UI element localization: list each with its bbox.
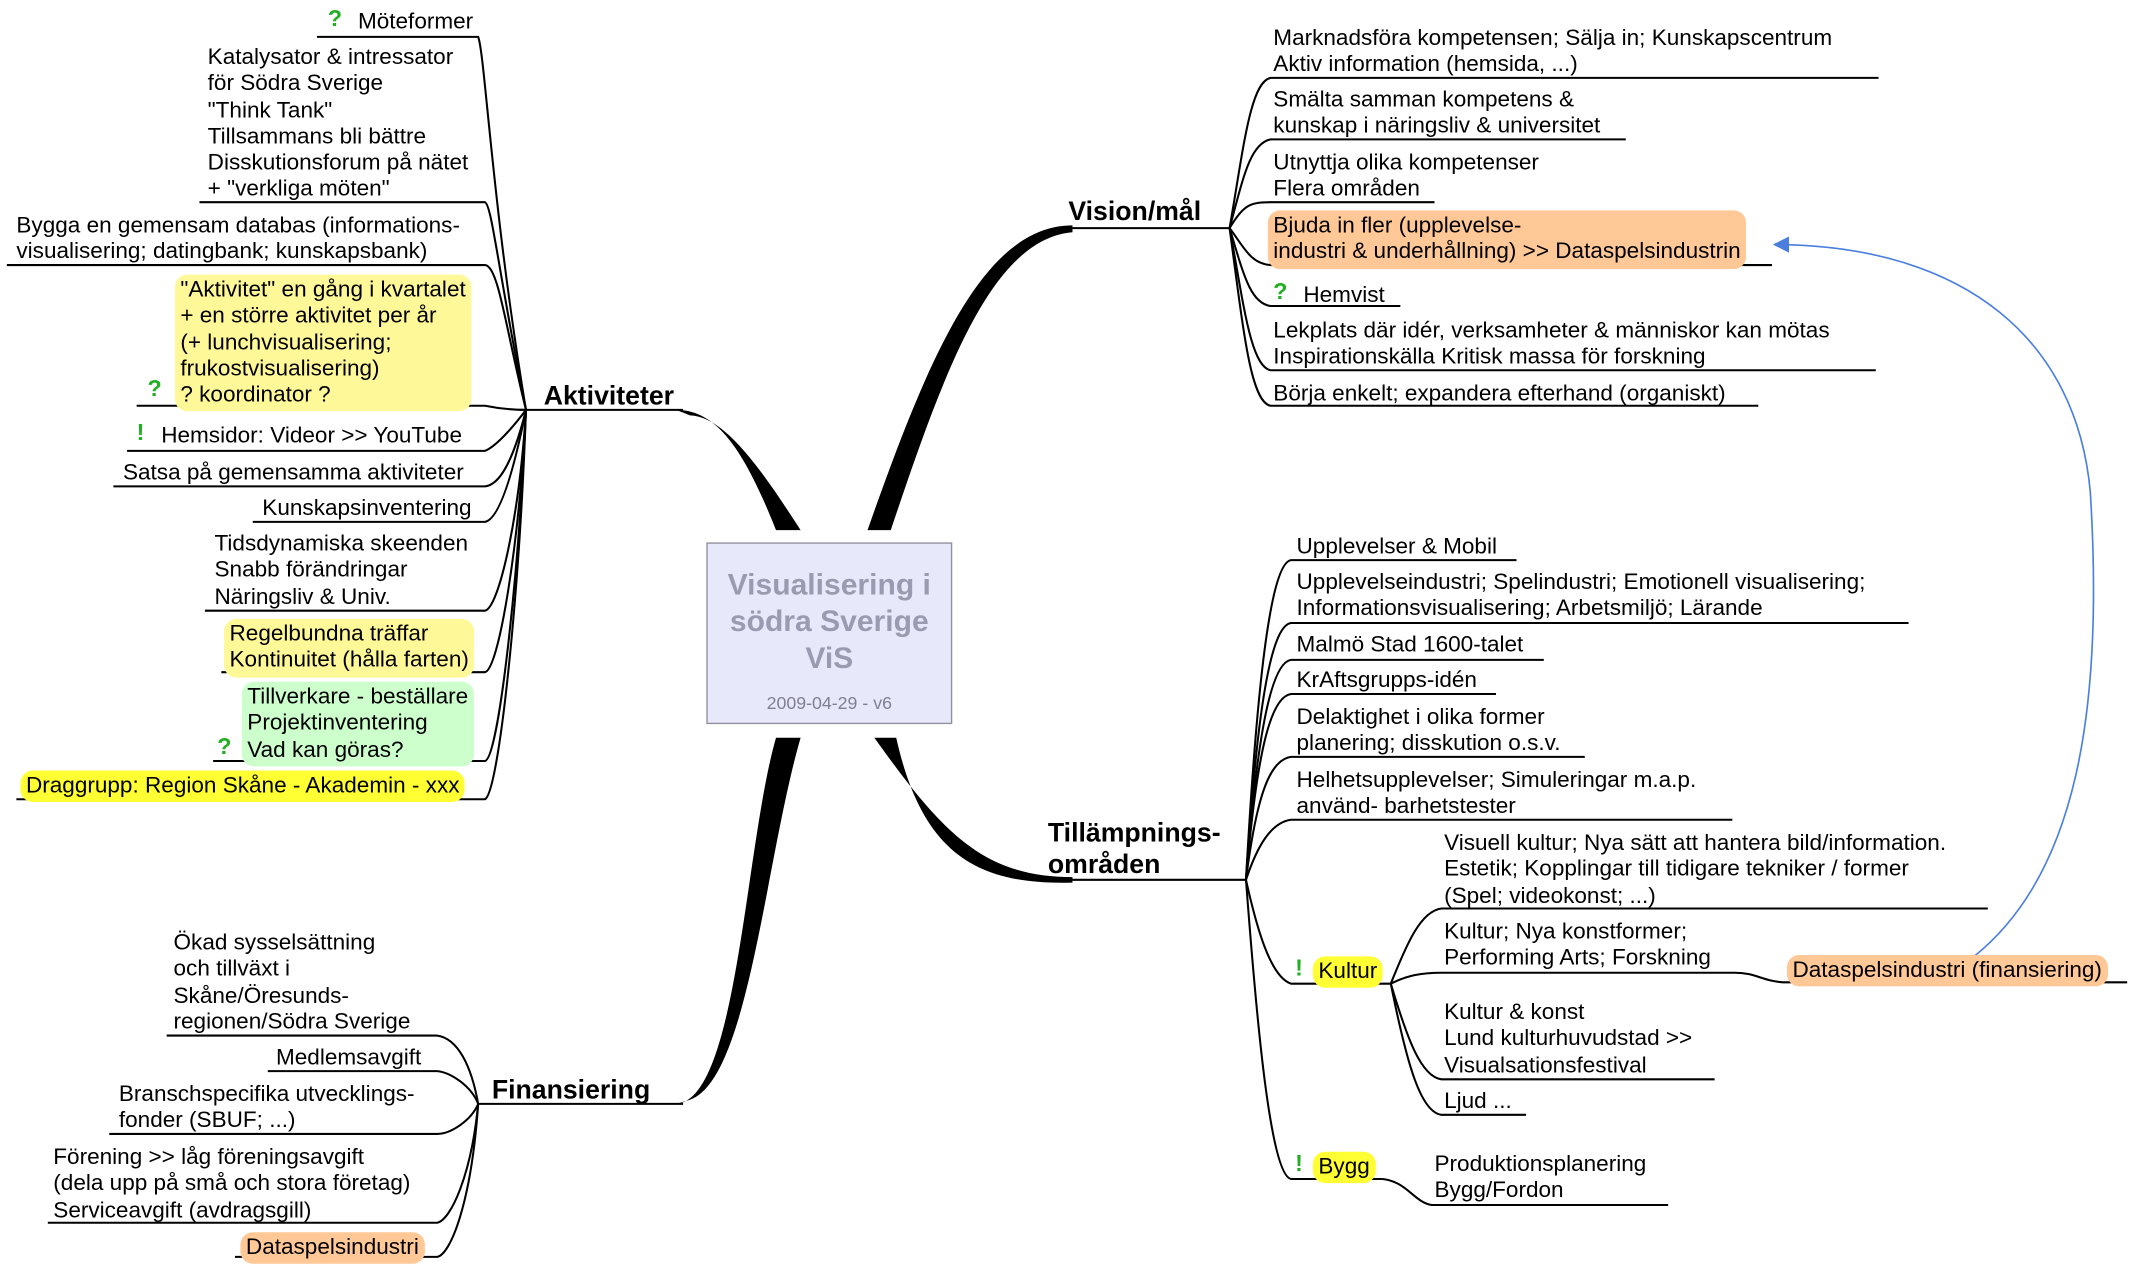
node-bransch[interactable]: Branschspecifika utvecklings- fonder (SB… <box>118 1082 415 1133</box>
node-upplevelser-mobil[interactable]: Upplevelser & Mobil <box>1296 534 1497 559</box>
node-marknadsfora[interactable]: Marknadsföra kompetensen; Sälja in; Kuns… <box>1273 25 1833 77</box>
branch-aktiviteter[interactable]: Aktiviteter <box>543 381 675 412</box>
node-tidsdynamiska[interactable]: Tidsdynamiska skeenden Snabb förändringa… <box>214 531 469 609</box>
leaf-connectors <box>6 35 2128 1258</box>
node-medlemsavgift[interactable]: Medlemsavgift <box>275 1045 422 1070</box>
node-databas[interactable]: Bygga en gemensam databas (informations-… <box>16 213 460 265</box>
exclamation-icon: ! <box>136 419 145 446</box>
node-forening[interactable]: Förening >> låg föreningsavgift (dela up… <box>53 1144 411 1223</box>
node-delaktighet[interactable]: Delaktighet i olika former planering; di… <box>1296 704 1561 756</box>
node-regelbundna[interactable]: Regelbundna träffar Kontinuitet (hålla f… <box>224 618 475 678</box>
node-kultur[interactable]: Kultur <box>1312 956 1383 989</box>
node-dataspel-finansiering[interactable]: Dataspelsindustri (finansiering) <box>1786 954 2108 987</box>
node-smalta[interactable]: Smälta samman kompetens & kunskap i näri… <box>1273 87 1601 139</box>
exclamation-icon: ! <box>1295 1150 1303 1177</box>
exclamation-icon: ! <box>1295 954 1303 981</box>
node-produktion[interactable]: Produktionsplanering Bygg/Fordon <box>1434 1151 1647 1203</box>
node-kultur-konst[interactable]: Kultur & konst Lund kulturhuvudstad >> V… <box>1444 1000 1693 1078</box>
central-topic[interactable]: Visualisering i södra Sverige ViS 2009-0… <box>706 542 953 725</box>
node-kraftsgrupp[interactable]: KrAftsgrupps-idén <box>1296 668 1477 693</box>
node-visuell-kultur[interactable]: Visuell kultur; Nya sätt att hantera bil… <box>1444 830 1947 908</box>
node-utnyttja[interactable]: Utnyttja olika kompetenser Flera områden <box>1273 150 1539 202</box>
node-satsa[interactable]: Satsa på gemensamma aktiviteter <box>122 460 464 486</box>
node-kultur-nya[interactable]: Kultur; Nya konstformer; Performing Arts… <box>1444 919 1711 971</box>
central-topic-date: 2009-04-29 - v6 <box>766 692 892 714</box>
node-bjuda[interactable]: Bjuda in fler (upplevelse- industri & un… <box>1267 210 1747 269</box>
node-moteformer[interactable]: Möteformer <box>357 9 474 35</box>
question-icon: ? <box>327 5 343 32</box>
node-helhets[interactable]: Helhetsupplevelser; Simuleringar m.a.p. … <box>1296 767 1697 819</box>
node-ljud[interactable]: Ljud ... <box>1444 1088 1512 1114</box>
node-hemsidor[interactable]: Hemsidor: Videor >> YouTube <box>161 423 462 449</box>
question-icon: ? <box>147 375 162 402</box>
question-icon: ? <box>217 733 232 760</box>
node-tillverkare[interactable]: Tillverkare - beställare Projektinventer… <box>241 681 474 767</box>
central-topic-title: Visualisering i södra Sverige ViS <box>727 566 931 675</box>
node-dataspelsindustri[interactable]: Dataspelsindustri <box>240 1232 425 1264</box>
node-lekplats[interactable]: Lekplats där idér, verksamheter & männis… <box>1273 318 1830 370</box>
branch-vision[interactable]: Vision/mål <box>1068 196 1202 227</box>
node-okad[interactable]: Ökad sysselsättning och tillväxt i Skåne… <box>173 930 411 1035</box>
node-malmo[interactable]: Malmö Stad 1600-talet <box>1296 632 1524 658</box>
node-draggrupp[interactable]: Draggrupp: Region Skåne - Akademin - xxx <box>20 770 465 803</box>
node-aktivitet-kvartal[interactable]: "Aktivitet" en gång i kvartalet + en stö… <box>174 274 472 412</box>
node-hemvist[interactable]: Hemvist <box>1303 282 1385 308</box>
cross-link-arrow <box>1772 236 2095 957</box>
node-bygg[interactable]: Bygg <box>1312 1151 1376 1184</box>
node-katalysator[interactable]: Katalysator & intressator för Södra Sver… <box>207 45 469 202</box>
branch-finansiering[interactable]: Finansiering <box>491 1075 651 1106</box>
main-branches <box>676 225 1073 1104</box>
branch-tillampning[interactable]: Tillämpnings- områden <box>1047 818 1221 880</box>
question-icon: ? <box>1273 278 1288 305</box>
node-borja[interactable]: Börja enkelt; expandera efterhand (organ… <box>1273 381 1726 406</box>
node-upplevelseindustri[interactable]: Upplevelseindustri; Spelindustri; Emotio… <box>1296 569 1866 621</box>
node-kunskapsinventering[interactable]: Kunskapsinventering <box>262 495 472 521</box>
